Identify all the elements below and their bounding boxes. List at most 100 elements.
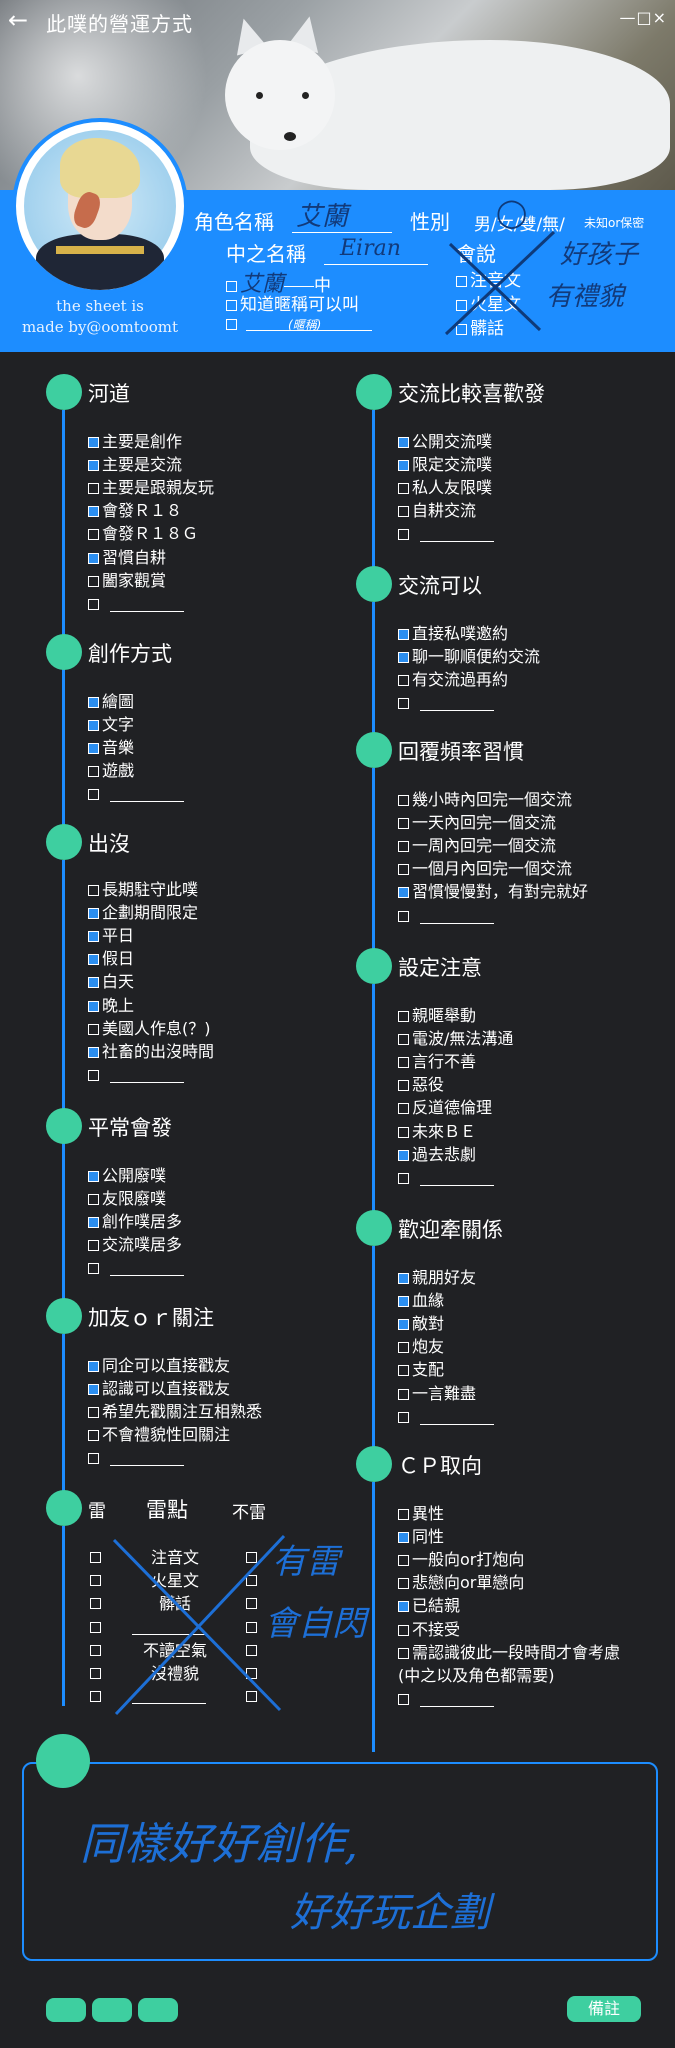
blank-line[interactable] (110, 787, 184, 803)
checked-checkbox[interactable] (88, 743, 99, 755)
checkbox[interactable] (398, 1578, 409, 1590)
checkbox[interactable] (88, 1263, 99, 1275)
checkbox[interactable] (398, 1624, 409, 1636)
checkbox[interactable] (398, 506, 409, 518)
checkbox[interactable] (398, 1411, 409, 1423)
checked-checkbox[interactable] (88, 1361, 99, 1372)
checkbox[interactable] (398, 1509, 409, 1520)
checked-checkbox[interactable] (398, 652, 409, 664)
checkbox[interactable] (88, 1240, 99, 1252)
checked-checkbox[interactable] (88, 552, 99, 564)
checkbox[interactable] (398, 795, 409, 806)
checkbox[interactable] (398, 1693, 409, 1705)
checkbox[interactable] (398, 529, 409, 541)
checkbox[interactable] (398, 1365, 409, 1377)
checkbox[interactable] (90, 1668, 101, 1679)
checked-checkbox[interactable] (398, 1532, 409, 1544)
checkbox[interactable] (398, 1172, 409, 1184)
checked-checkbox[interactable] (398, 460, 409, 472)
checkbox[interactable] (398, 841, 409, 853)
checkbox[interactable] (246, 1552, 257, 1563)
checkbox[interactable] (398, 1034, 409, 1046)
blank-line[interactable] (420, 909, 494, 924)
checkbox[interactable] (398, 1103, 409, 1115)
blank-line[interactable] (110, 1451, 184, 1467)
checkbox[interactable] (88, 483, 99, 495)
checked-checkbox[interactable] (88, 697, 99, 708)
checked-checkbox[interactable] (88, 931, 99, 943)
checkbox[interactable] (226, 280, 237, 292)
page-pill-2[interactable] (92, 1998, 132, 2022)
checked-checkbox[interactable] (88, 1171, 99, 1182)
blank-line[interactable] (420, 527, 494, 543)
checkbox[interactable] (398, 818, 409, 830)
checked-checkbox[interactable] (88, 1217, 99, 1229)
blank-line[interactable] (132, 1620, 206, 1635)
checkbox[interactable] (398, 1388, 409, 1400)
checkbox[interactable] (88, 1023, 99, 1035)
checkbox[interactable] (398, 864, 409, 876)
blank-line[interactable] (420, 1171, 494, 1186)
checkbox[interactable] (90, 1575, 101, 1587)
checkbox[interactable] (246, 1644, 257, 1656)
checkbox[interactable] (88, 529, 99, 541)
checkbox[interactable] (398, 483, 409, 495)
checkbox[interactable] (398, 698, 409, 710)
checked-checkbox[interactable] (88, 1000, 99, 1012)
window-controls[interactable]: —□× (619, 8, 667, 27)
checked-checkbox[interactable] (88, 460, 99, 472)
blank-line[interactable] (110, 597, 184, 612)
checked-checkbox[interactable] (398, 1296, 409, 1308)
checkbox[interactable] (246, 1668, 257, 1679)
blank-line[interactable] (110, 1261, 184, 1277)
notes-box[interactable] (22, 1762, 658, 1961)
checked-checkbox[interactable] (88, 908, 99, 920)
checkbox[interactable] (88, 1407, 99, 1419)
checkbox[interactable] (398, 1126, 409, 1138)
checkbox[interactable] (90, 1691, 101, 1703)
checked-checkbox[interactable] (398, 1273, 409, 1284)
checkbox[interactable] (246, 1621, 257, 1633)
checkbox[interactable] (456, 299, 467, 311)
checkbox[interactable] (88, 789, 99, 801)
checked-checkbox[interactable] (398, 1601, 409, 1613)
checkbox[interactable] (398, 1080, 409, 1092)
checkbox[interactable] (226, 299, 237, 311)
checkbox[interactable] (226, 318, 237, 330)
checkbox[interactable] (90, 1644, 101, 1656)
checked-checkbox[interactable] (398, 1319, 409, 1331)
checked-checkbox[interactable] (398, 887, 409, 899)
checkbox[interactable] (246, 1691, 257, 1703)
checkbox[interactable] (88, 1430, 99, 1442)
checkbox[interactable] (456, 275, 467, 287)
checked-checkbox[interactable] (398, 629, 409, 640)
blank-line[interactable] (420, 1692, 494, 1707)
blank-line[interactable] (132, 1689, 206, 1705)
checkbox[interactable] (398, 910, 409, 922)
checkbox[interactable] (88, 1069, 99, 1081)
checked-checkbox[interactable] (88, 977, 99, 989)
checkbox[interactable] (246, 1598, 257, 1610)
checked-checkbox[interactable] (88, 720, 99, 732)
blank-line[interactable] (420, 1410, 494, 1425)
checkbox[interactable] (398, 1555, 409, 1567)
blank-line[interactable] (110, 1068, 184, 1083)
back-arrow-icon[interactable]: ← (8, 6, 29, 34)
checked-checkbox[interactable] (398, 1149, 409, 1161)
checked-checkbox[interactable] (88, 506, 99, 518)
blank-line[interactable] (420, 696, 494, 712)
checked-checkbox[interactable] (88, 954, 99, 966)
checked-checkbox[interactable] (88, 1046, 99, 1058)
checked-checkbox[interactable] (398, 437, 409, 448)
checkbox[interactable] (88, 598, 99, 610)
checkbox[interactable] (246, 1575, 257, 1587)
page-pill-1[interactable] (46, 1998, 86, 2022)
checkbox[interactable] (88, 885, 99, 896)
checkbox[interactable] (90, 1598, 101, 1610)
checkbox[interactable] (88, 766, 99, 778)
checkbox[interactable] (88, 1194, 99, 1206)
checked-checkbox[interactable] (88, 1384, 99, 1396)
note-button[interactable]: 備註 (567, 1996, 641, 2022)
checkbox[interactable] (88, 1453, 99, 1465)
checkbox[interactable] (88, 575, 99, 587)
